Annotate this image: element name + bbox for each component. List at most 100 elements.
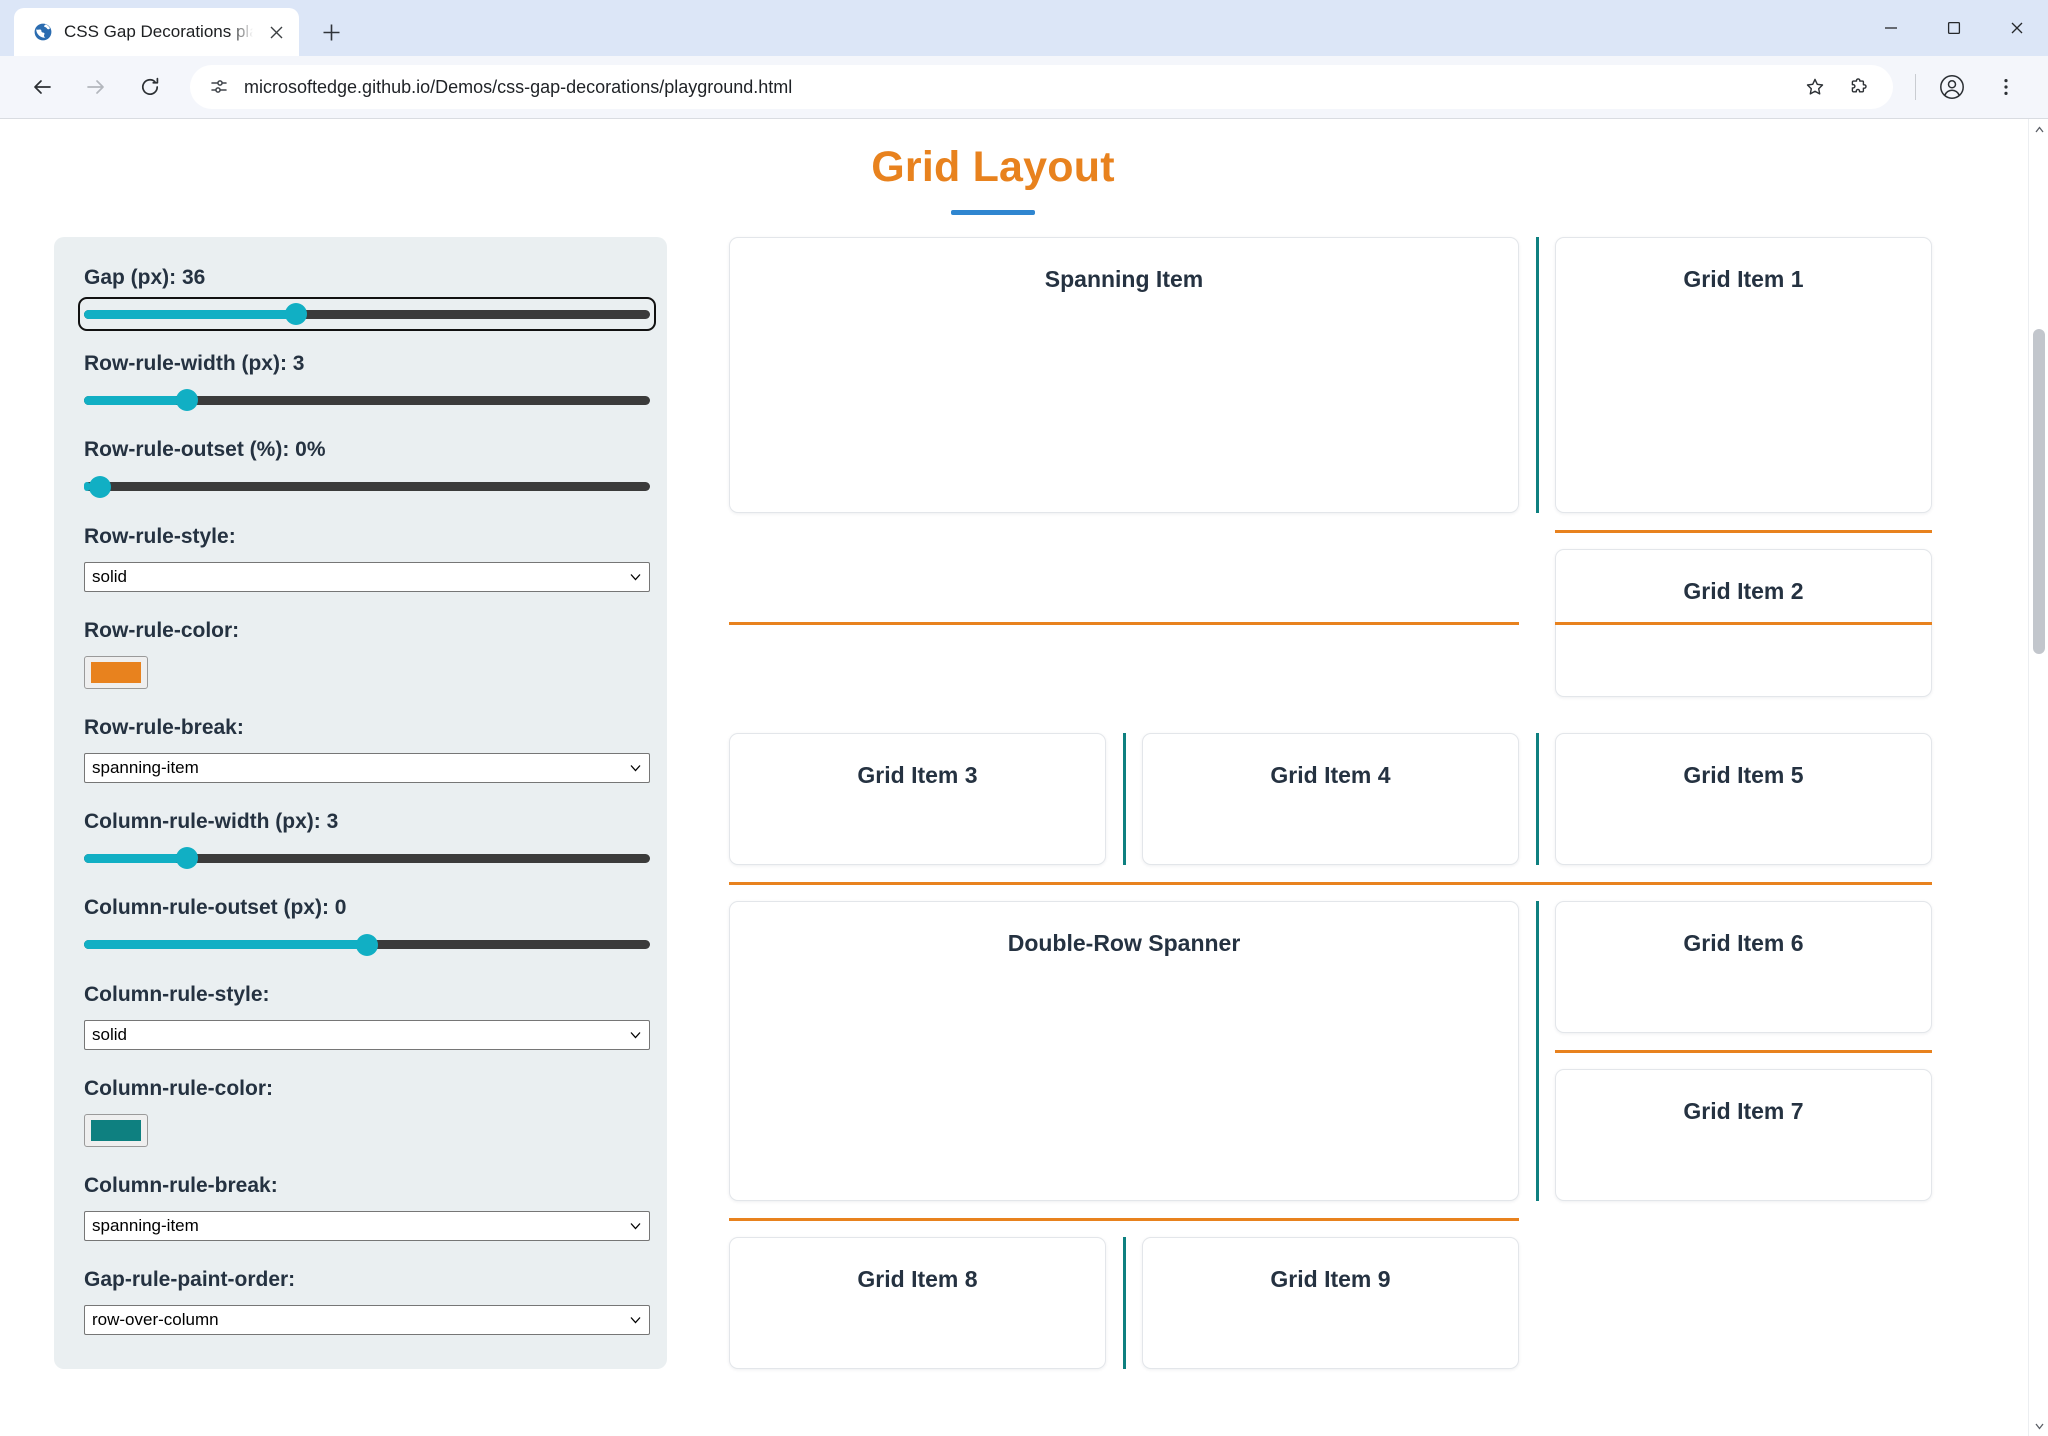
grid-card-label: Grid Item 3 [857, 762, 978, 788]
chevron-down-icon [625, 1222, 645, 1230]
control-column-rule-outset: Column-rule-outset (px): 0 [84, 895, 650, 956]
color-swatch-fill [91, 661, 141, 683]
page-scrollbar[interactable] [2028, 119, 2048, 1436]
grid-card-label: Grid Item 6 [1683, 930, 1804, 956]
grid-card-item-4[interactable]: Grid Item 4 [1142, 733, 1519, 865]
new-tab-button[interactable] [311, 12, 351, 52]
tab-title: CSS Gap Decorations playground [64, 22, 253, 41]
slider-thumb[interactable] [356, 933, 378, 956]
control-label-column-rule-break: Column-rule-break: [84, 1173, 278, 1197]
grid-demo: Spanning Item Grid Item 1 Grid Item 2 Gr… [729, 237, 1932, 1369]
slider-track [84, 482, 650, 492]
column-rule [1535, 237, 1539, 513]
control-row-rule-style: Row-rule-style:solid [84, 524, 650, 592]
select-column-rule-break[interactable]: spanning-item [84, 1211, 650, 1242]
control-row-rule-width: Row-rule-width (px): 3 [84, 351, 650, 412]
select-row-rule-style[interactable]: solid [84, 561, 650, 592]
grid-card-label: Grid Item 8 [857, 1266, 978, 1292]
grid-card-label: Grid Item 5 [1683, 762, 1804, 788]
grid-card-item-6[interactable]: Grid Item 6 [1555, 901, 1932, 1033]
slider-fill [84, 395, 181, 405]
maximize-icon[interactable] [1922, 0, 1985, 56]
column-rule [1122, 733, 1126, 865]
more-options-icon[interactable] [1982, 63, 2030, 111]
grid-card-item-1[interactable]: Grid Item 1 [1555, 237, 1932, 513]
select-value: row-over-column [92, 1310, 219, 1330]
scroll-down-icon[interactable] [2029, 1416, 2048, 1436]
slider-gap[interactable] [78, 297, 656, 332]
column-rule [1535, 733, 1539, 865]
slider-row-rule-width[interactable] [84, 389, 650, 412]
chevron-down-icon [625, 1316, 645, 1324]
grid-card-item-9[interactable]: Grid Item 9 [1142, 1237, 1519, 1369]
control-label-column-rule-outset: Column-rule-outset (px): 0 [84, 896, 347, 920]
slider-column-rule-outset[interactable] [84, 933, 650, 956]
window-close-icon[interactable] [1985, 0, 2048, 56]
row-rule [1555, 1049, 1932, 1053]
star-icon[interactable] [1795, 67, 1835, 107]
grid-card-label: Grid Item 9 [1270, 1266, 1391, 1292]
grid-card-item-8[interactable]: Grid Item 8 [729, 1237, 1106, 1369]
reload-icon[interactable] [126, 63, 174, 111]
title-underline [951, 210, 1035, 215]
control-label-column-rule-width: Column-rule-width (px): 3 [84, 810, 339, 834]
control-label-row-rule-break: Row-rule-break: [84, 715, 244, 739]
profile-icon[interactable] [1928, 63, 1976, 111]
grid-card-item-3[interactable]: Grid Item 3 [729, 733, 1106, 865]
slider-fill [84, 853, 181, 863]
slider-thumb[interactable] [176, 847, 199, 870]
row-rule [1555, 529, 1932, 533]
slider-thumb[interactable] [176, 389, 199, 412]
extensions-icon[interactable] [1839, 67, 1879, 107]
address-bar-actions [1795, 67, 1879, 107]
control-label-row-rule-outset: Row-rule-outset (%): 0% [84, 438, 326, 462]
control-label-row-rule-width: Row-rule-width (px): 3 [84, 352, 305, 376]
control-column-rule-width: Column-rule-width (px): 3 [84, 809, 650, 870]
slider-thumb[interactable] [89, 475, 112, 498]
slider-thumb[interactable] [285, 303, 308, 326]
globe-icon [32, 21, 54, 43]
select-row-rule-break[interactable]: spanning-item [84, 753, 650, 784]
control-row-rule-color: Row-rule-color: [84, 618, 637, 689]
slider-column-rule-width[interactable] [84, 847, 650, 870]
control-label-column-rule-color: Column-rule-color: [84, 1076, 273, 1100]
grid-card-spanning-item[interactable]: Spanning Item [729, 237, 1519, 513]
close-icon[interactable] [263, 19, 289, 45]
row-rule [729, 881, 1932, 885]
grid-card-label: Double-Row Spanner [1007, 930, 1241, 956]
site-settings-icon[interactable] [206, 74, 232, 100]
grid-card-label: Spanning Item [1044, 266, 1204, 292]
select-value: spanning-item [92, 758, 199, 778]
address-bar[interactable]: microsoftedge.github.io/Demos/css-gap-de… [190, 65, 1893, 109]
chevron-down-icon [625, 764, 645, 772]
slider-row-rule-outset[interactable] [84, 475, 650, 498]
row-rule [729, 621, 1519, 625]
back-arrow-icon[interactable] [18, 63, 66, 111]
scroll-up-icon[interactable] [2029, 119, 2048, 139]
color-swatch-row-rule-color[interactable] [84, 655, 148, 689]
window-controls [1859, 0, 2048, 56]
select-gap-rule-paint-order[interactable]: row-over-column [84, 1305, 650, 1336]
tab-strip: CSS Gap Decorations playground [0, 0, 2048, 56]
grid-card-item-7[interactable]: Grid Item 7 [1555, 1069, 1932, 1201]
select-column-rule-style[interactable]: solid [84, 1019, 650, 1050]
column-rule [1535, 901, 1539, 1201]
slider-track [84, 309, 650, 319]
browser-toolbar: microsoftedge.github.io/Demos/css-gap-de… [0, 56, 2048, 118]
control-gap: Gap (px): 36 [78, 265, 656, 332]
row-rule [1555, 621, 1932, 625]
control-label-column-rule-style: Column-rule-style: [84, 982, 270, 1006]
grid-card-double-row-spanner[interactable]: Double-Row Spanner [729, 901, 1519, 1201]
minimize-icon[interactable] [1859, 0, 1922, 56]
color-swatch-column-rule-color[interactable] [84, 1113, 148, 1147]
forward-arrow-icon[interactable] [72, 63, 120, 111]
control-gap-rule-paint-order: Gap-rule-paint-order: row-over-column [84, 1267, 650, 1336]
control-label-gap-rule-paint-order: Gap-rule-paint-order: [84, 1268, 296, 1292]
grid-card-item-5[interactable]: Grid Item 5 [1555, 733, 1932, 865]
browser-tab[interactable]: CSS Gap Decorations playground [14, 8, 299, 56]
scrollbar-thumb[interactable] [2033, 329, 2045, 654]
row-rule [729, 1217, 1519, 1221]
slider-track [84, 395, 650, 405]
column-rule [1122, 1237, 1126, 1369]
